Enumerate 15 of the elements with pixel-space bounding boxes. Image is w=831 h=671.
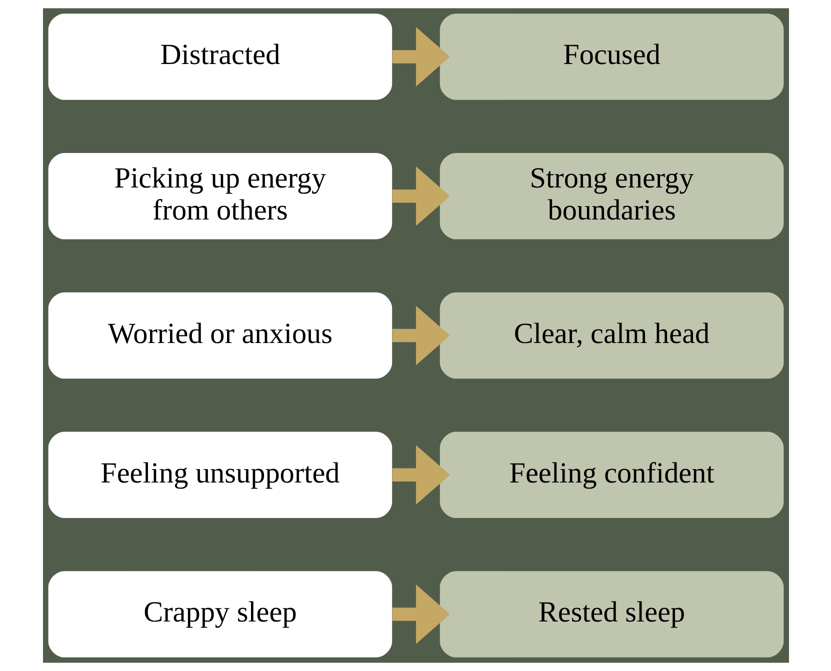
node-box: Crappy sleep: [48, 571, 392, 658]
arrow: [392, 445, 450, 505]
arrow: [392, 27, 450, 86]
arrow: [392, 306, 450, 366]
node-box: Focused: [439, 14, 784, 100]
node-box: Distracted: [48, 14, 392, 100]
node-box: Worried or anxious: [48, 292, 392, 379]
node-box: Clear, calm head: [439, 292, 784, 379]
node-box: Picking up energy from others: [48, 152, 392, 240]
arrow: [392, 584, 450, 644]
node-box: Feeling unsupported: [48, 432, 392, 518]
arrow: [392, 166, 450, 226]
node-box: Strong energy boundaries: [439, 152, 784, 240]
node-box: Feeling confident: [439, 432, 784, 518]
node-box: Rested sleep: [439, 571, 784, 658]
